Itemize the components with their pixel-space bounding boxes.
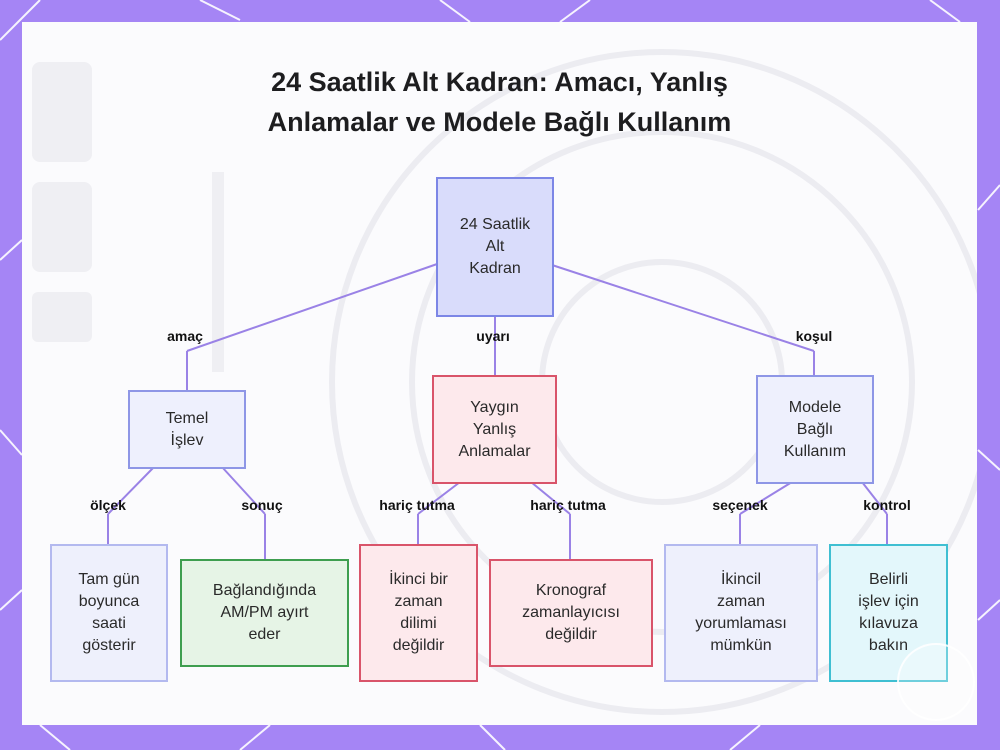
node-ikincil-zaman: İkincil zaman yorumlaması mümkün (664, 544, 818, 682)
title-line-2: Anlamalar ve Modele Bağlı Kullanım (267, 107, 732, 137)
node-temel-islev: Temel İşlev (128, 390, 246, 469)
edge-modele-belirli (861, 481, 888, 515)
node-yaygin-yanlis-anlamalar: Yaygın Yanlış Anlamalar (432, 375, 557, 484)
edge-label-amac: amaç (167, 328, 203, 344)
connector-lines (107, 262, 888, 559)
diagram-card: 24 Saatlik Alt Kadran: Amacı, Yanlış Anl… (22, 22, 977, 725)
edge-label-uyari: uyarı (476, 328, 510, 344)
edge-label-haric-1: hariç tutma (379, 497, 455, 513)
edge-root-temel (186, 262, 441, 352)
edge-temel-baglandiginda (221, 466, 266, 515)
edge-yaygin-kronograf (530, 481, 571, 515)
node-24-saatlik-alt-kadran: 24 Saatlik Alt Kadran (436, 177, 554, 317)
edge-label-olcek: ölçek (90, 497, 126, 513)
node-tam-gun: Tam gün boyunca saati gösterir (50, 544, 168, 682)
edge-label-sonuc: sonuç (241, 497, 283, 513)
edge-label-kosul: koşul (795, 328, 833, 344)
seal-badge-icon (897, 643, 975, 721)
title-line-1: 24 Saatlik Alt Kadran: Amacı, Yanlış (271, 67, 728, 97)
node-modele-bagli-kullanim: Modele Bağlı Kullanım (756, 375, 874, 484)
edge-root-modele (551, 264, 815, 352)
edge-label-kontrol: kontrol (863, 497, 911, 513)
node-baglandiginda: Bağlandığında AM/PM ayırt eder (180, 559, 349, 667)
edge-modele-ikincil (739, 481, 793, 515)
edge-yaygin-ikinci (417, 481, 461, 515)
edge-label-haric-2: hariç tutma (530, 497, 606, 513)
node-ikinci-bir-zaman-dilimi: İkinci bir zaman dilimi değildir (359, 544, 478, 682)
edge-label-secenek: seçenek (712, 497, 768, 513)
diagram-title: 24 Saatlik Alt Kadran: Amacı, Yanlış Anl… (22, 62, 977, 142)
node-kronograf: Kronograf zamanlayıcısı değildir (489, 559, 653, 667)
edge-temel-tamgun (107, 466, 155, 515)
